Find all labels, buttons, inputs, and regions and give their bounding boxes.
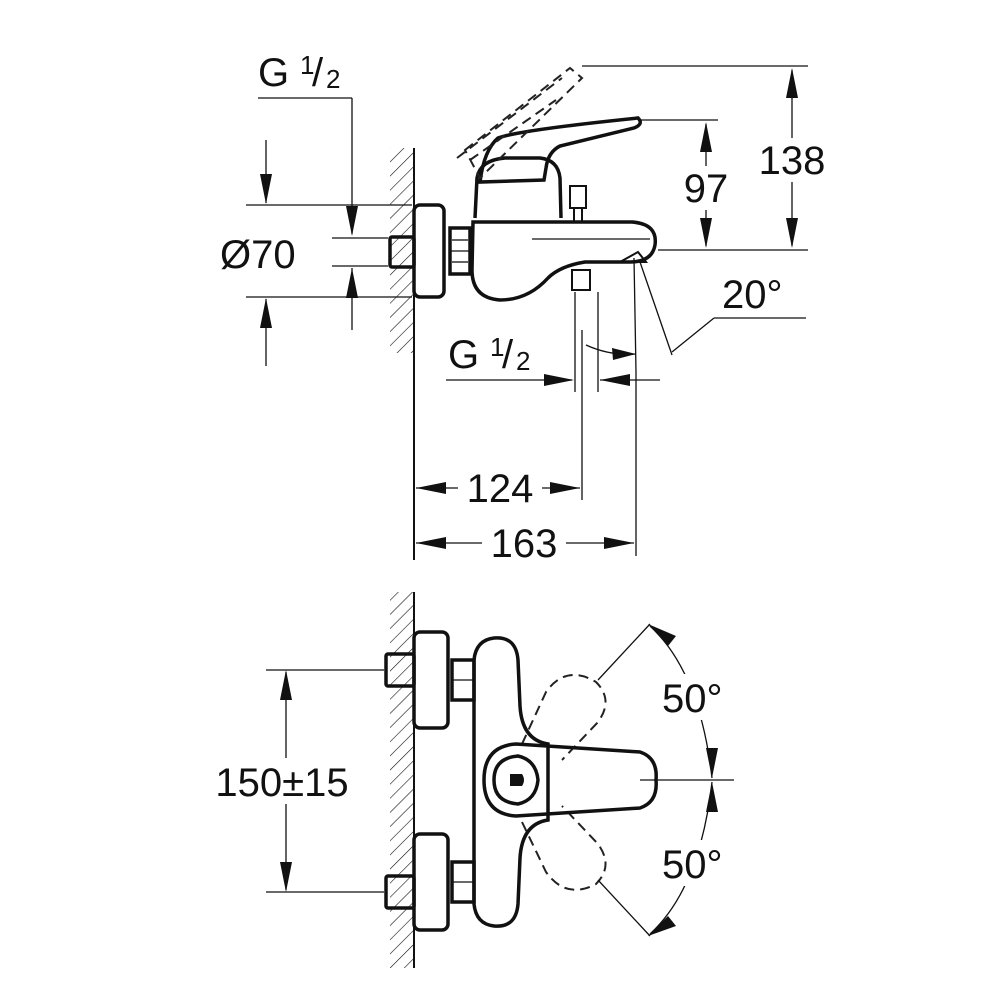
side-view: 138 97 20° G 1 / 2 [220,50,832,566]
top-view: 50° 50° 150±15 [206,592,736,968]
angle-down-bg [660,840,736,886]
dim-138-arrow-top [786,68,798,98]
angle-guide-up [597,623,651,681]
lower-nut [384,874,416,910]
thread-top-arrow [346,206,358,236]
spacing-arrow-top [280,670,292,700]
angle-up-label: 50° [662,677,723,721]
thread-bottom-den: 2 [516,346,530,376]
handle-rotated-up [521,673,607,761]
handle-raised-outline [463,66,584,180]
thread-bottom-letter: G [448,333,479,377]
dim-124-arrow-left [416,482,446,494]
thread-top-label: G 1 / 2 [258,50,340,95]
handle-lever [478,116,642,184]
cartridge-housing [473,156,563,219]
diverter-stem [573,207,583,223]
diameter-arrow-top [260,174,272,204]
dim-163-bg [482,520,566,564]
thread-bottom-arrow-left [544,374,574,386]
aerator [616,250,649,263]
diverter-knob [569,185,587,209]
handle-indicator [510,774,524,786]
handle-top-view [482,742,658,818]
angle-guide-down [597,879,651,937]
thread-lower-arrow [346,268,358,298]
angle-20-axis [633,257,637,373]
angle-20-spout-line [639,261,673,356]
dim-124-label: 124 [467,467,534,511]
angle-down-arrow-b [648,916,676,936]
angle-20-arrow [612,348,636,360]
dim-163-arrow-left [416,537,446,549]
dim-97-bg [672,166,740,210]
diameter-arrow-bottom [260,298,272,328]
dim-124-arrow-right [550,482,580,494]
dim-138-label: 138 [759,139,826,183]
upper-flange [412,630,450,730]
shower-outlet [571,269,591,291]
wall-hatching-bottom [390,592,414,968]
dim-97-label: 97 [684,167,729,211]
dim-163-arrow-right [604,537,634,549]
angle-up-bg [660,674,736,720]
angle-20-leader [671,317,715,353]
wall-flange [412,203,446,299]
angle-up-arrow-a [648,624,676,646]
body-top-view [472,636,550,928]
angle-down-label: 50° [662,843,723,887]
thread-top-den: 2 [326,64,340,94]
dim-138-arrow-bottom [786,218,798,248]
thread-bottom-num: 1 [490,332,504,362]
spacing-arrow-bottom [280,862,292,892]
handle-rotated-down [521,805,607,891]
wall-hatching-top [390,148,414,353]
lower-flange [412,832,450,932]
dim-163-label: 163 [491,522,558,566]
inlet-nut [388,235,416,269]
dim-97-arrow-top [700,122,712,152]
spacing-label: 150±15 [215,761,348,805]
thread-bottom-label: G 1 / 2 [448,332,530,377]
handle-cap [492,754,540,806]
angle-down-arrow-a [706,782,718,812]
thread-top-num: 1 [300,50,314,80]
mixer-body [470,220,658,302]
thread-top-slash: / [312,51,324,95]
angle-up-arrow-b [706,748,718,778]
thread-top-letter: G [258,51,289,95]
handle-raised-outline-2 [456,77,563,161]
thread-bottom-arrow-right [600,374,630,386]
upper-nut [384,652,416,688]
angle-20-label: 20° [722,273,783,317]
dim-124-bg [458,466,542,510]
thread-bottom-slash: / [502,333,514,377]
spacing-bg [206,758,362,804]
dim-97-arrow-bottom [700,218,712,248]
diameter-label: Ø70 [220,233,296,277]
dim-138-bg [752,138,832,182]
